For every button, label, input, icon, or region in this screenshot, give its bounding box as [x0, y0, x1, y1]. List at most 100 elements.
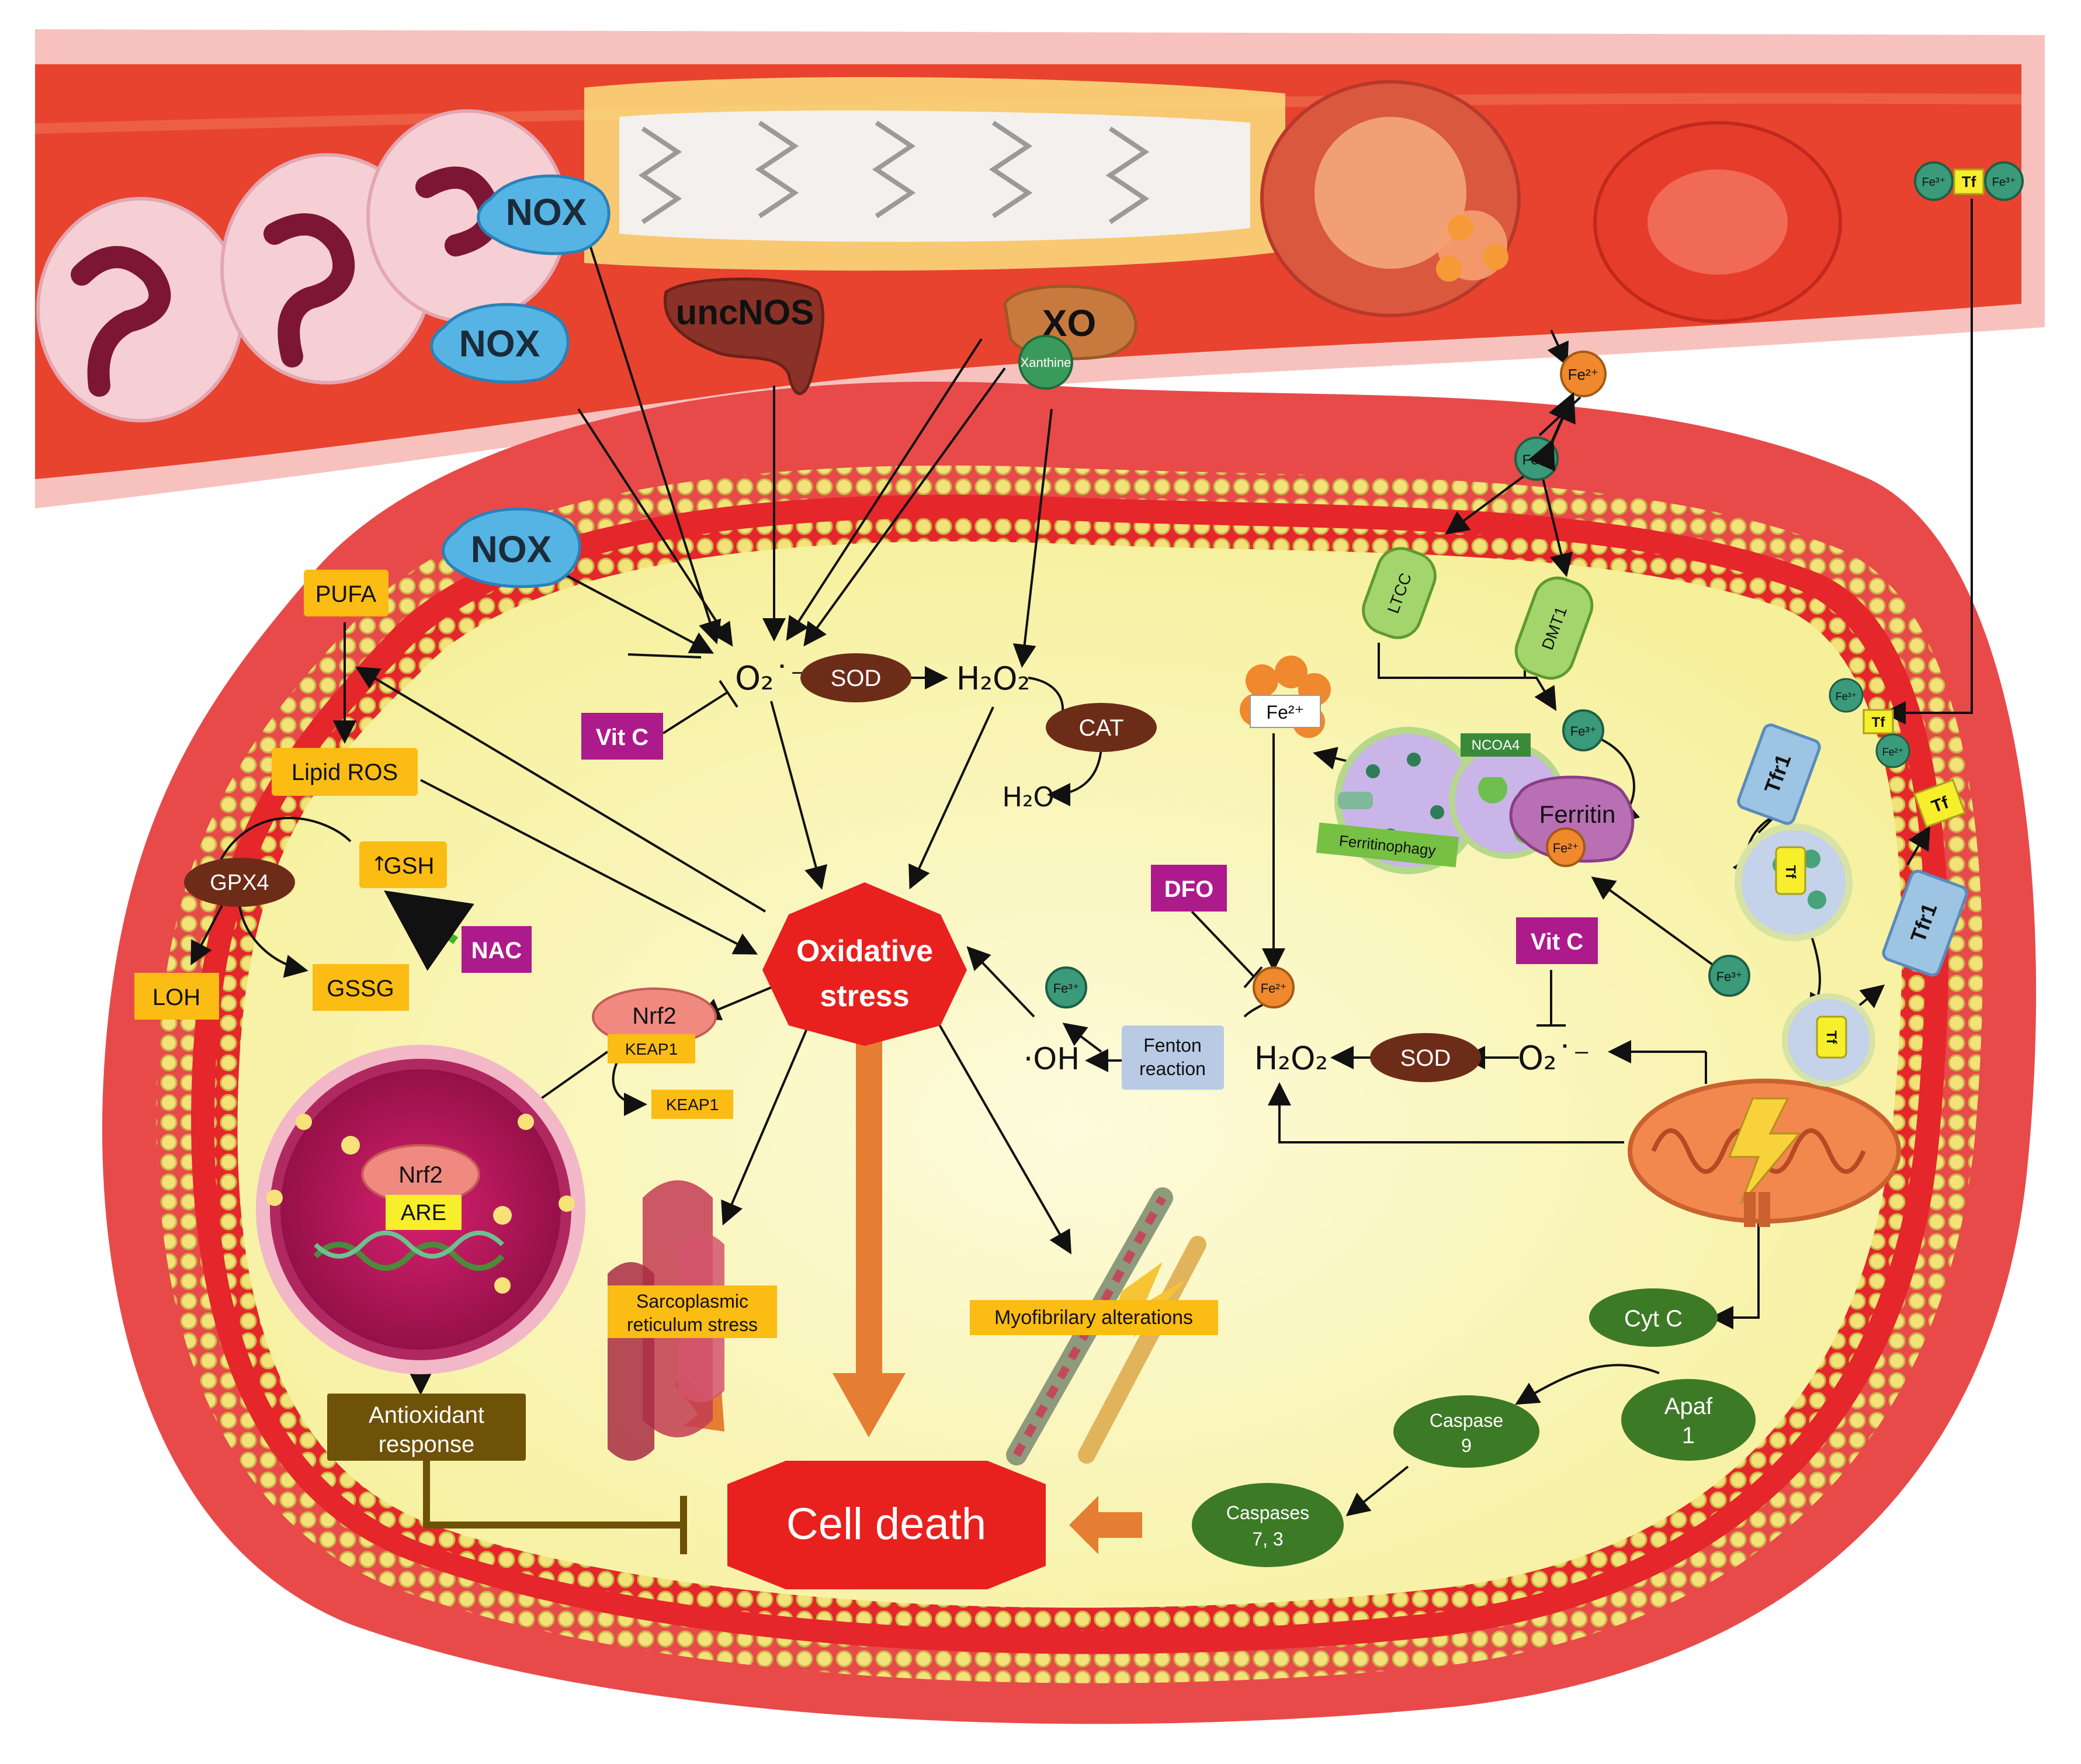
endosome-tf-2-label: Tf [1823, 1031, 1839, 1045]
uncnos-enzyme: uncNOS [664, 278, 825, 396]
thrombus [1260, 80, 1521, 317]
fe3-endosome: Fe³⁺ [1708, 955, 1750, 997]
gsh-node: ↑ GSH [359, 841, 447, 888]
nox-label-1: NOX [506, 191, 587, 233]
uncnos-label: uncNOS [676, 293, 814, 332]
tfr1-bottom: Tfr1 [1882, 869, 1968, 977]
tf-receptor-complex: Fe³⁺ Tf Fe²⁺ [1829, 678, 1910, 768]
blood-fe3-label: Fe³⁺ [1522, 452, 1551, 468]
tfr-complex-fe-right: Fe²⁺ [1882, 746, 1904, 758]
keap1-free-node: KEAP1 [651, 1090, 733, 1119]
ferritin-label: Ferritin [1539, 800, 1616, 828]
superoxide-top: O₂˙⁻ [735, 660, 807, 698]
fe3-fenton-label: Fe³⁺ [1053, 981, 1080, 996]
vitc-right-label: Vit C [1531, 929, 1583, 955]
caspase9-line1: Caspase [1430, 1410, 1503, 1431]
red-blood-cell [1593, 121, 1842, 323]
tfr-complex-tf: Tf [1872, 715, 1886, 730]
sod-mid-label: SOD [1400, 1045, 1451, 1071]
xanthine-sphere [1018, 335, 1073, 390]
blood-tf-label: Tf [1962, 173, 1976, 190]
gsh-arrow: ↑ [371, 852, 388, 876]
oxidative-stress-line1: Oxidative [796, 934, 933, 968]
lipid-ros-node: Lipid ROS [272, 748, 418, 796]
hydroxyl-label: ·OH [1024, 1042, 1080, 1077]
nox-label-2: NOX [459, 323, 540, 365]
caspase9-line2: 9 [1461, 1435, 1472, 1456]
sr-stress-line2: reticulum stress [627, 1314, 758, 1335]
pufa-node: PUFA [304, 570, 389, 616]
antioxidant-response-node: Antioxidant response [327, 1394, 526, 1461]
blood-tf-fe-right: Fe³⁺ [1992, 176, 2016, 189]
tfr1-top: Tfr1 [1737, 723, 1821, 825]
myofibrillary-node: Myofibrilary alterations [970, 1300, 1218, 1335]
ncoa4-label: NCOA4 [1472, 737, 1520, 753]
cell-death-label: Cell death [786, 1499, 986, 1549]
sr-stress-node: Sarcoplasmic reticulum stress [608, 1285, 777, 1338]
dmt1-channel: DMT1 [1514, 576, 1594, 680]
nox-label-cell: NOX [471, 528, 552, 570]
dfo-label: DFO [1164, 876, 1213, 902]
nac-label: NAC [471, 938, 522, 964]
nox-enzyme-cell: NOX [442, 507, 581, 588]
pufa-label: PUFA [315, 581, 377, 607]
fe3-fenton: Fe³⁺ [1045, 966, 1087, 1009]
blood-fe2: Fe²⁺ [1560, 351, 1607, 397]
nucleus-nrf2-are: Nrf2 ARE [361, 1144, 480, 1230]
endosome-tf-1: Tf [1775, 846, 1806, 895]
keap1-label: KEAP1 [625, 1040, 678, 1058]
gpx4-node: GPX4 [184, 858, 295, 907]
gsh-label: GSH [384, 853, 435, 879]
xanthine-label: Xanthine [1021, 355, 1071, 370]
blood-fe2-label: Fe²⁺ [1568, 366, 1599, 383]
ncoa4-node: NCOA4 [1461, 733, 1531, 757]
fenton-line1: Fenton [1143, 1035, 1202, 1056]
caspases73-line1: Caspases [1226, 1502, 1309, 1523]
apaf-node: Apaf 1 [1621, 1379, 1756, 1461]
h2o2-top: H₂O₂ [956, 660, 1030, 697]
caspases73-node: Caspases 7, 3 [1192, 1483, 1344, 1567]
nox-enzyme-1: NOX [477, 174, 611, 255]
gssg-node: GSSG [313, 964, 409, 1011]
nrf2-keap1-complex: Nrf2 KEAP1 [592, 987, 717, 1063]
caspases73-line2: 7, 3 [1252, 1529, 1283, 1550]
pathway-arrows [190, 199, 1973, 1516]
fe-exchange-arrow [1528, 391, 1576, 472]
ltcc-channel: LTCC [1362, 547, 1437, 639]
antioxidant-inhibit-line [423, 1461, 687, 1554]
gpx4-label: GPX4 [210, 871, 269, 895]
apaf-line1: Apaf [1664, 1394, 1713, 1419]
apaf-line2: 1 [1682, 1423, 1695, 1448]
fe2-ferritin: Fe²⁺ [1546, 827, 1586, 867]
blood-tf-fe-left: Fe³⁺ [1922, 176, 1946, 189]
fe3-endosome-label: Fe³⁺ [1716, 969, 1743, 984]
fe2-cluster: Fe²⁺ [1240, 656, 1331, 738]
antioxidant-line2: response [379, 1432, 475, 1457]
endosome-tf-1-label: Tf [1782, 865, 1798, 879]
vitc-left-node: Vit C [581, 713, 663, 760]
oxidative-stress-line2: stress [820, 979, 909, 1013]
nac-arrow [384, 890, 474, 971]
fenton-line2: reaction [1139, 1058, 1206, 1079]
fe3-ferritin-label: Fe³⁺ [1570, 724, 1597, 739]
antioxidant-line1: Antioxidant [369, 1402, 484, 1428]
xo-enzyme: XO Xanthine [1003, 285, 1137, 390]
endosome-tf-2: Tf [1816, 1016, 1847, 1059]
h2o2-mid: H₂O₂ [1254, 1040, 1328, 1077]
cell-death-node: Cell death [727, 1461, 1046, 1589]
superoxide-mid: O₂˙⁻ [1518, 1039, 1590, 1077]
oxidative-stress-node: Oxidative stress [762, 882, 967, 1046]
fe2-fenton-label: Fe²⁺ [1261, 981, 1287, 996]
sod-mid-node: SOD [1370, 1033, 1481, 1082]
caspase9-node: Caspase 9 [1393, 1395, 1539, 1468]
nac-node: NAC [462, 926, 532, 973]
leukocytes [36, 109, 568, 422]
vitc-right-node: Vit C [1516, 917, 1598, 964]
vitc-left-label: Vit C [596, 725, 648, 750]
nox-enzyme-2: NOX [430, 303, 570, 384]
dfo-node: DFO [1151, 865, 1227, 912]
nucleus-nrf2-label: Nrf2 [398, 1162, 443, 1188]
fenton-reaction-node: Fenton reaction [1122, 1025, 1224, 1090]
loh-node: LOH [134, 973, 219, 1020]
